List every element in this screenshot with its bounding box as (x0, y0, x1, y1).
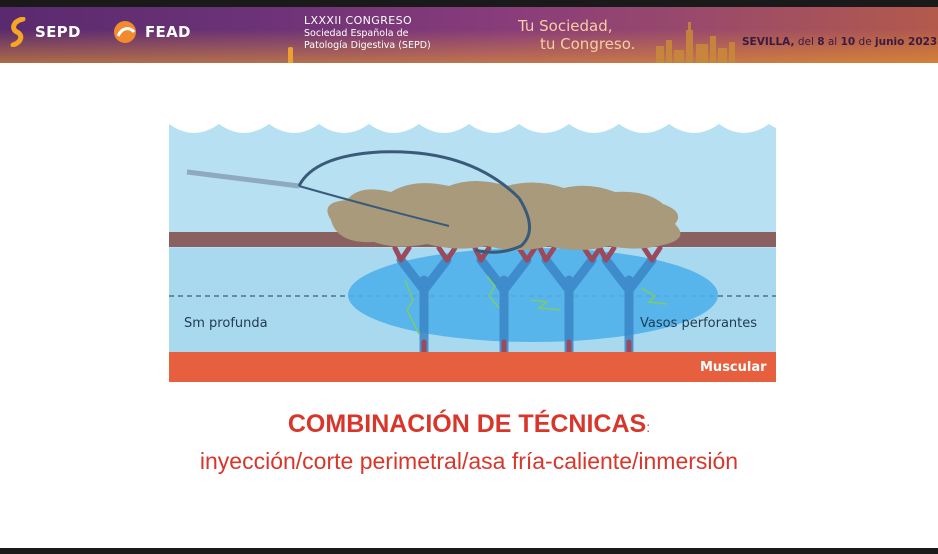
fead-logo: FEAD (112, 17, 191, 47)
water-wave-surface (169, 120, 776, 133)
sepd-logo-text: SEPD (35, 23, 81, 41)
label-sm-profunda: Sm profunda (184, 316, 268, 331)
congress-line-3: Patología Digestiva (SEPD) (304, 40, 431, 51)
event-month-year: junio 2023 (875, 36, 938, 48)
polyp-lesion (327, 181, 681, 250)
slide-title: COMBINACIÓN DE TÉCNICAS: (0, 410, 938, 439)
fead-logo-text: FEAD (145, 23, 191, 41)
snare-sheath (186, 169, 300, 189)
event-de: de (858, 36, 872, 48)
sepd-logo: SEPD (8, 17, 81, 47)
bottom-border (0, 548, 938, 554)
event-start-day: 8 (817, 36, 825, 48)
label-vasos-perforantes: Vasos perforantes (640, 316, 758, 331)
seville-skyline-illustration (656, 22, 735, 63)
label-muscular: Muscular (700, 360, 767, 375)
event-dates: SEVILLA, del 8 al 10 de junio 2023 (742, 36, 937, 48)
fead-logo-icon (114, 21, 136, 43)
snare-wire (298, 185, 450, 227)
snare-loop (297, 150, 531, 254)
mucosal-vessels (392, 245, 663, 355)
congress-banner: SEPD FEAD LXXXII CONGRESO Sociedad Españ… (0, 7, 938, 63)
slide-subtitle: inyección/corte perimetral/asa fría-cali… (199, 448, 739, 474)
slogan-line-1: Tu Sociedad, (518, 17, 613, 35)
congress-slogan: Tu Sociedad, tu Congreso. (518, 17, 635, 53)
congress-title: LXXXII CONGRESO Sociedad Española de Pat… (304, 14, 431, 53)
resection-technique-diagram (169, 120, 776, 382)
congress-line-2: Sociedad Española de (304, 27, 409, 39)
event-city: SEVILLA, (742, 36, 795, 48)
event-end-day: 10 (840, 36, 856, 48)
slogan-line-2: tu Congreso. (540, 35, 636, 53)
muscular-layer (169, 352, 776, 382)
sepd-logo-icon (10, 17, 26, 47)
top-border (0, 0, 938, 7)
banner-accent-bar (288, 47, 293, 63)
congress-line-1: LXXXII CONGRESO (304, 14, 413, 27)
slide-title-colon: : (646, 419, 651, 435)
event-al: al (827, 36, 838, 48)
slide-title-text: COMBINACIÓN DE TÉCNICAS (287, 410, 647, 438)
event-del: del (797, 36, 814, 48)
banner-glow (0, 7, 938, 63)
current-sparks (404, 275, 668, 335)
